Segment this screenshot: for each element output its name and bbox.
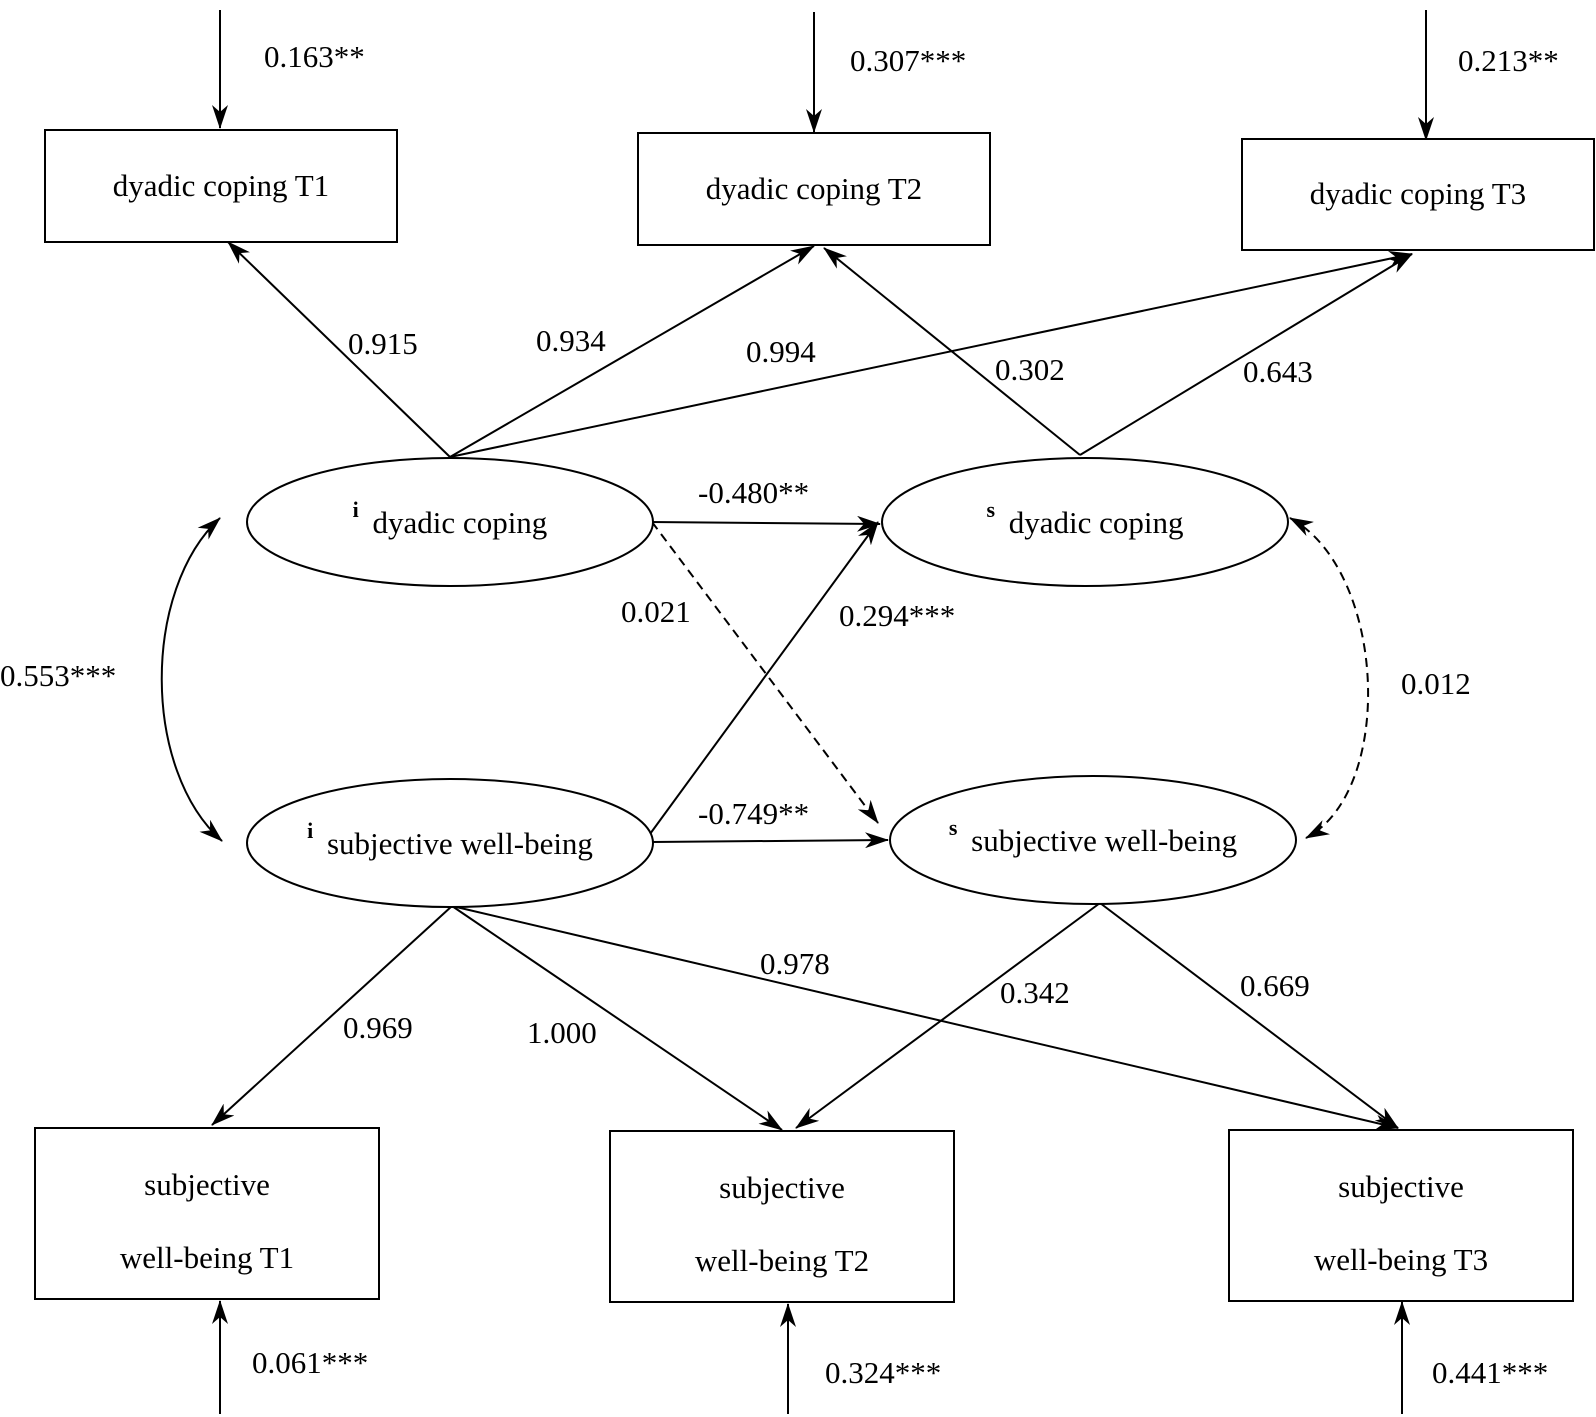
loading-arrow-idc-t1 bbox=[227, 241, 451, 458]
box-label: dyadic coping T3 bbox=[1310, 176, 1526, 211]
box-label: dyadic coping T2 bbox=[706, 171, 922, 206]
box-dyadic-coping-t3: dyadic coping T3 bbox=[1241, 138, 1595, 251]
svg-text:s dyadic coping: s dyadic coping bbox=[986, 489, 1183, 540]
loading-arrow-idc-t3 bbox=[449, 250, 1413, 458]
latent-superscript: s bbox=[986, 497, 995, 522]
svg-text:i subjective well-being: i subjective well-being bbox=[307, 810, 593, 861]
path-label-iswb-sdc: 0.294*** bbox=[839, 598, 955, 633]
loading-arrow-iswb-t2 bbox=[451, 905, 783, 1131]
residual-label-swb-t2: 0.324*** bbox=[825, 1355, 941, 1390]
box-subjective-well-being-t3: subjective well-being T3 bbox=[1228, 1129, 1574, 1302]
residual-label-dc-t3: 0.213** bbox=[1458, 43, 1559, 78]
latent-intercept-subjective-well-being: i subjective well-being bbox=[246, 778, 654, 908]
path-arrow-idc-sswb bbox=[651, 521, 879, 824]
latent-label: dyadic coping bbox=[1009, 505, 1184, 540]
box-label: dyadic coping T1 bbox=[113, 168, 329, 203]
latent-superscript: i bbox=[353, 497, 359, 522]
path-arrow-idc-sdc bbox=[649, 515, 881, 532]
loading-arrow-sdc-t2 bbox=[823, 247, 1081, 456]
path-arrow-iswb-sdc bbox=[649, 521, 879, 835]
box-subjective-well-being-t1: subjective well-being T1 bbox=[34, 1127, 380, 1300]
latent-superscript: i bbox=[307, 818, 313, 843]
latent-slope-dyadic-coping: s dyadic coping bbox=[881, 457, 1289, 587]
path-label-idc-sdc: -0.480** bbox=[698, 475, 809, 510]
loading-label-sdc-t2: 0.302 bbox=[995, 352, 1065, 387]
loading-arrow-idc-t2 bbox=[449, 245, 815, 458]
loading-label-idc-t2: 0.934 bbox=[536, 323, 606, 358]
residual-label-swb-t3: 0.441*** bbox=[1432, 1355, 1548, 1390]
svg-text:s subjective well-being: s subjective well-being bbox=[949, 807, 1237, 858]
loading-arrow-sdc-t3 bbox=[1079, 253, 1413, 456]
covariance-arrow-intercepts bbox=[160, 517, 223, 842]
path-arrow-iswb-sswb bbox=[651, 832, 889, 849]
latent-superscript: s bbox=[949, 815, 958, 840]
loading-label-sswb-t3: 0.669 bbox=[1240, 968, 1310, 1003]
box-label-line1: subjective bbox=[1338, 1169, 1464, 1204]
loading-arrow-iswb-t3 bbox=[451, 905, 1399, 1131]
covariance-arrow-slopes bbox=[1289, 517, 1370, 839]
box-dyadic-coping-t2: dyadic coping T2 bbox=[637, 132, 991, 246]
covariance-label-slopes: 0.012 bbox=[1401, 666, 1471, 701]
loading-label-idc-t1: 0.915 bbox=[348, 326, 418, 361]
box-dyadic-coping-t1: dyadic coping T1 bbox=[44, 129, 398, 243]
loading-label-idc-t3: 0.994 bbox=[746, 334, 816, 369]
latent-label: subjective well-being bbox=[327, 826, 593, 861]
path-label-idc-sswb: 0.021 bbox=[621, 594, 691, 629]
svg-text:i dyadic coping: i dyadic coping bbox=[353, 489, 548, 540]
path-label-iswb-sswb: -0.749** bbox=[698, 796, 809, 831]
loading-arrow-iswb-t1 bbox=[211, 905, 453, 1126]
loading-label-sdc-t3: 0.643 bbox=[1243, 354, 1313, 389]
latent-label: dyadic coping bbox=[373, 505, 548, 540]
covariance-label-intercepts: 0.553*** bbox=[0, 658, 116, 693]
box-label-line1: subjective bbox=[719, 1170, 845, 1205]
loading-arrow-sswb-t3 bbox=[1099, 902, 1399, 1129]
loading-label-iswb-t2: 1.000 bbox=[527, 1015, 597, 1050]
latent-intercept-dyadic-coping: i dyadic coping bbox=[246, 457, 654, 587]
box-label-line2: well-being T3 bbox=[1314, 1242, 1488, 1277]
loading-label-sswb-t2: 0.342 bbox=[1000, 975, 1070, 1010]
residual-label-dc-t1: 0.163** bbox=[264, 39, 365, 74]
latent-label: subjective well-being bbox=[971, 823, 1237, 858]
residual-label-dc-t2: 0.307*** bbox=[850, 43, 966, 78]
loading-arrow-sswb-t2 bbox=[795, 902, 1101, 1129]
box-label-line2: well-being T2 bbox=[695, 1243, 869, 1278]
loading-label-iswb-t1: 0.969 bbox=[343, 1010, 413, 1045]
latent-slope-subjective-well-being: s subjective well-being bbox=[889, 775, 1297, 905]
box-label-line1: subjective bbox=[144, 1167, 270, 1202]
loading-label-iswb-t3: 0.978 bbox=[760, 946, 830, 981]
box-subjective-well-being-t2: subjective well-being T2 bbox=[609, 1130, 955, 1303]
box-label-line2: well-being T1 bbox=[120, 1240, 294, 1275]
residual-label-swb-t1: 0.061*** bbox=[252, 1345, 368, 1380]
